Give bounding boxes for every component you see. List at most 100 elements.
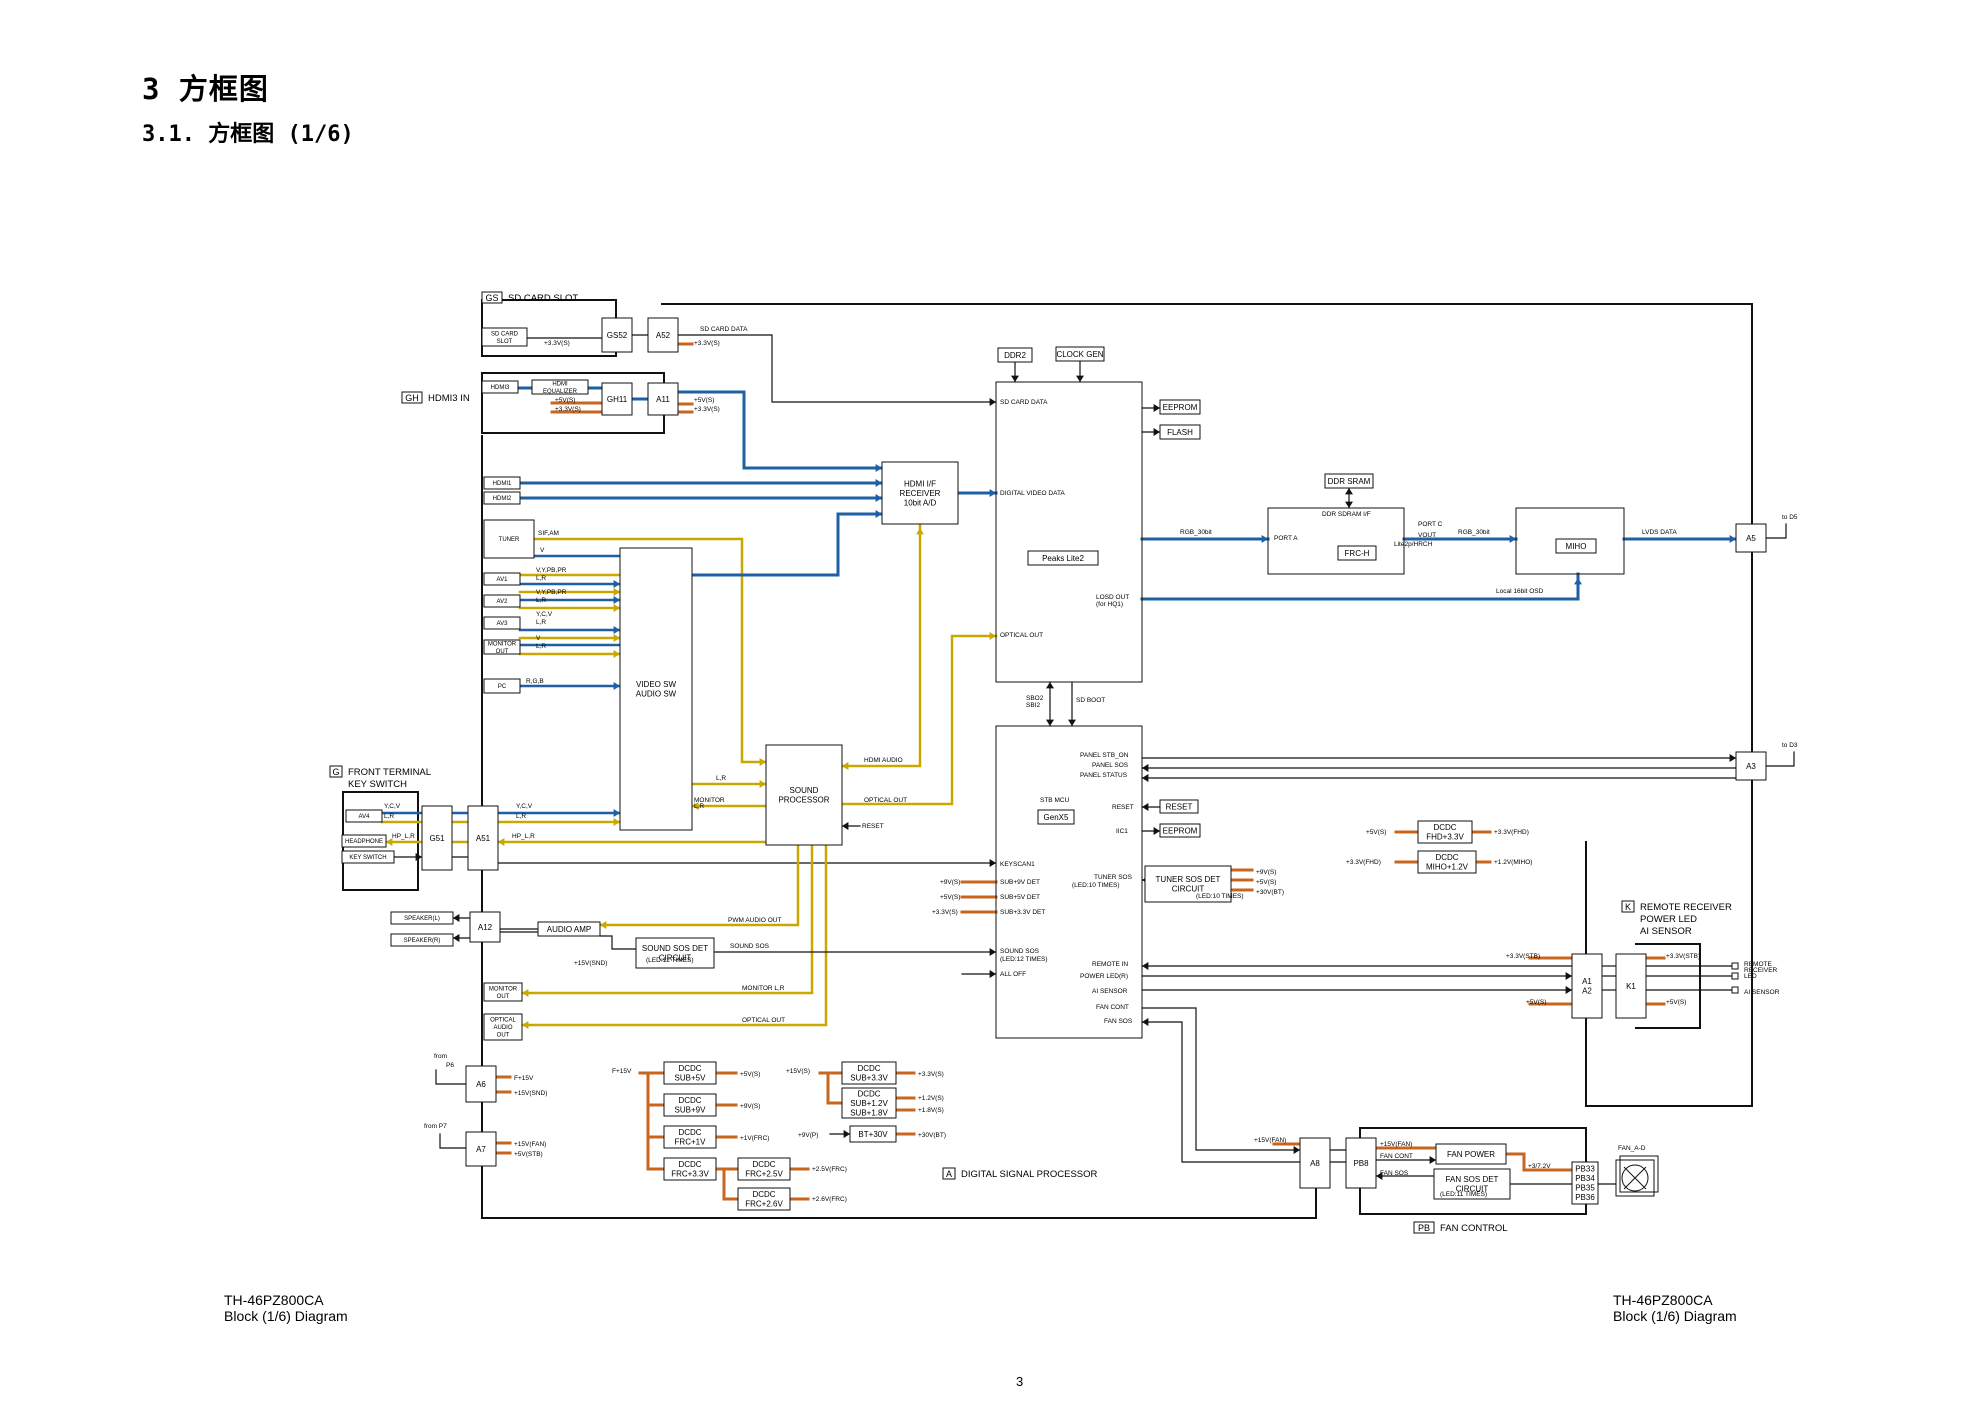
block-frame — [1735, 523, 1767, 553]
signal-line — [435, 1069, 467, 1085]
signal-label: +15V(FAN) — [1254, 1137, 1286, 1144]
arrow-head — [613, 596, 620, 604]
block-label: AUDIO SW — [636, 690, 677, 699]
arrow-head — [1153, 404, 1160, 412]
block-label: A2 — [1582, 987, 1592, 996]
arrow-head — [759, 780, 766, 788]
block-label: HDMI1 — [493, 481, 512, 487]
arrow-head — [415, 853, 422, 861]
block-label: DCDC — [752, 1190, 775, 1199]
block-label: SOUND — [790, 786, 819, 795]
signal-label: from — [434, 1053, 447, 1060]
board-tag: PB — [1418, 1223, 1430, 1233]
signal-label: (LED:10 TIMES) — [1196, 893, 1244, 900]
signal-label: VOUT — [1418, 532, 1436, 539]
block-label: FAN SOS DET — [1446, 1175, 1499, 1184]
block-label: DCDC — [857, 1064, 880, 1073]
block-frame — [465, 1131, 497, 1167]
signal-label: +3.3V(S) — [932, 909, 958, 916]
arrow-head — [600, 921, 607, 929]
block-label: HDMI3 — [491, 385, 510, 391]
block-label: MONITOR — [488, 641, 517, 647]
signal-label: AI SENSOR — [1744, 989, 1780, 996]
signal-label: L,R — [516, 813, 526, 820]
signal-label: Y,C,V — [516, 803, 533, 810]
signal-line — [439, 1133, 467, 1149]
block-frame — [765, 744, 843, 846]
arrow-head — [613, 588, 620, 596]
block-label: FRC-H — [1345, 549, 1370, 558]
block-label: EQUALIZER — [543, 389, 578, 395]
block-label: SOUND SOS DET — [642, 944, 708, 953]
signal-label: SOUND SOS — [1000, 948, 1040, 955]
block-label: A3 — [1746, 762, 1756, 771]
signal-label: +5V(S) — [1526, 999, 1546, 1006]
arrow-head — [989, 489, 996, 497]
block-label: A8 — [1310, 1159, 1320, 1168]
block-hdmi1: HDMI1 — [483, 476, 521, 490]
block-label: PB33 — [1575, 1165, 1595, 1174]
signal-label: V — [536, 635, 541, 642]
block-label: FLASH — [1167, 428, 1193, 437]
signal-label: FAN CONT — [1096, 1004, 1129, 1011]
signal-label: R,G,B — [526, 678, 544, 685]
block-av2: AV2 — [483, 594, 521, 608]
block-frame — [1159, 799, 1199, 814]
block-label: DDR2 — [1004, 351, 1026, 360]
block-spkl: SPEAKER(L) — [390, 911, 454, 925]
block-label: GenX5 — [1044, 813, 1069, 822]
signal-label: +3.3V(S) — [918, 1071, 944, 1078]
arrow-head — [1293, 1146, 1300, 1154]
arrow-head — [1153, 428, 1160, 436]
block-label: AV2 — [497, 599, 509, 605]
signal-label: to D3 — [1782, 742, 1798, 749]
block-frame — [1417, 850, 1477, 874]
block-label: Peaks Lite2 — [1042, 554, 1084, 563]
block-frame — [483, 639, 521, 655]
signal-label: (LED:12 TIMES) — [646, 957, 694, 964]
signal-line — [1141, 1021, 1301, 1163]
signal-line — [677, 334, 997, 403]
signal-label: SD CARD DATA — [700, 326, 748, 333]
page-number: 3 — [1016, 1374, 1024, 1389]
block-label: FAN POWER — [1447, 1150, 1495, 1159]
signal-label: RESET — [862, 823, 884, 830]
block-a12: A12 — [469, 911, 501, 943]
block-label: GH11 — [607, 395, 628, 404]
arrow-head — [1729, 754, 1736, 762]
arrow-head — [498, 838, 505, 846]
block-label: A52 — [656, 331, 671, 340]
arrow-head — [522, 989, 529, 997]
footer-right: TH-46PZ800CA Block (1/6) Diagram — [1613, 1292, 1737, 1324]
block-hdmi3: HDMI3 — [481, 380, 519, 394]
block-frame — [483, 572, 521, 586]
signal-label: L,R — [536, 643, 546, 650]
arrow-head — [989, 970, 996, 978]
footer-left-title: Block (1/6) Diagram — [224, 1308, 348, 1324]
block-frame — [1159, 399, 1201, 415]
block-label: SD CARD — [491, 331, 519, 337]
block-frame — [1571, 1161, 1599, 1205]
signal-label: +1V(FRC) — [740, 1135, 769, 1142]
signal-label: +3.3V(S) — [544, 340, 570, 347]
block-label: HDMI I/F — [904, 479, 936, 488]
signal-label: SBI2 — [1026, 702, 1040, 709]
block-label: 10bit A/D — [904, 498, 937, 507]
signal-label: V,Y,PB,PR — [536, 567, 567, 574]
signal-label: +15V(SND) — [574, 960, 607, 967]
signal-label: LOSD OUT — [1096, 594, 1129, 601]
arrow-head — [916, 528, 924, 535]
arrow-head — [1376, 1172, 1383, 1180]
block-headphone: HEADPHONE — [341, 834, 387, 848]
arrow-head — [1153, 827, 1160, 835]
block-frame — [841, 1087, 897, 1119]
arrow-head — [613, 604, 620, 612]
block-label: EEPROM — [1163, 826, 1198, 835]
block-pb8: PB8 — [1345, 1137, 1377, 1189]
block-frame — [1571, 953, 1603, 1019]
